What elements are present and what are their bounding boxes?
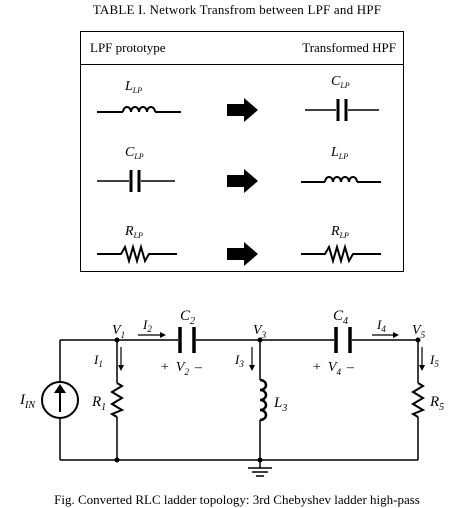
v2-label: +V2– <box>161 360 203 377</box>
ground-icon <box>248 467 272 477</box>
current-source-icon <box>41 381 79 419</box>
resistor-r1 <box>109 382 125 418</box>
i3-label: I3 <box>234 352 244 369</box>
resistor-symbol <box>301 243 381 265</box>
resistor-r5 <box>410 382 426 418</box>
node-v1-label: V1 <box>112 323 125 340</box>
ladder-circuit: IIN C2 C4 R1 R5 L3 V1 V3 V5 I2 I4 I1 <box>19 308 444 477</box>
transform-table: LPF prototype Transformed HPF LLP CLP CL… <box>80 31 404 272</box>
row1-right-label: CLP <box>331 74 350 90</box>
header-lpf-prototype: LPF prototype <box>90 40 166 55</box>
v4-label: +V4– <box>313 360 355 377</box>
header-transformed-hpf: Transformed HPF <box>302 40 396 55</box>
circuit-wires <box>59 339 419 468</box>
r1-label: R1 <box>91 394 106 413</box>
figure-caption: Fig. Converted RLC ladder topology: 3rd … <box>54 492 420 507</box>
transform-arrow-icon <box>227 98 258 122</box>
r5-label: R5 <box>429 394 444 413</box>
i1-label: I1 <box>93 352 103 369</box>
l3-label: L3 <box>273 395 287 414</box>
c2-label: C2 <box>180 308 195 327</box>
node-v5-label: V5 <box>412 323 426 340</box>
capacitor-symbol <box>97 170 175 192</box>
source-label: IIN <box>19 392 36 411</box>
c4-label: C4 <box>333 308 348 327</box>
inductor-symbol <box>97 106 181 113</box>
inductor-symbol <box>301 176 381 183</box>
i2-label: I2 <box>142 317 152 334</box>
row3-right-label: RLP <box>330 224 349 240</box>
table-title: TABLE I. Network Transfrom between LPF a… <box>92 2 382 17</box>
resistor-symbol <box>97 243 177 265</box>
node-dots <box>114 337 421 463</box>
transform-arrow-icon <box>227 242 258 266</box>
transform-table-symbols: LLP CLP CLP LLP <box>97 74 381 266</box>
row2-left-label: CLP <box>125 145 144 161</box>
capacitor-symbol <box>305 99 379 121</box>
capacitor-c2 <box>178 327 196 353</box>
node-v3-label: V3 <box>253 323 267 340</box>
row2-right-label: LLP <box>330 145 348 161</box>
capacitor-c4 <box>334 327 352 353</box>
i4-label: I4 <box>376 317 386 334</box>
transform-arrow-icon <box>227 169 258 193</box>
current-arrows <box>118 332 425 371</box>
i5-label: I5 <box>429 352 439 369</box>
header-divider <box>81 64 403 65</box>
inductor-l3 <box>259 378 268 422</box>
row3-left-label: RLP <box>124 224 143 240</box>
row1-left-label: LLP <box>124 79 142 95</box>
